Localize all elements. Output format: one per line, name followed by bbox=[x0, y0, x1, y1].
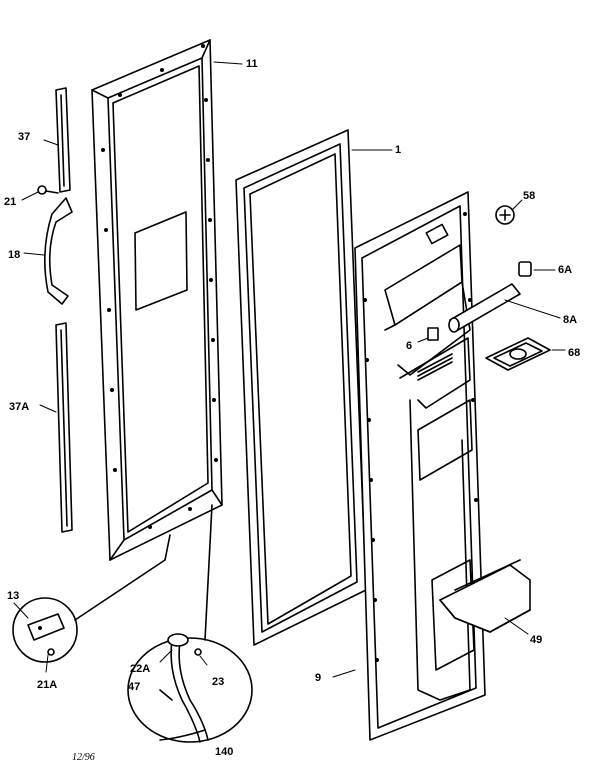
label-1: 1 bbox=[395, 144, 401, 156]
dispenser-grille bbox=[417, 353, 453, 381]
drip-tray-68 bbox=[485, 337, 566, 371]
detail-wire-harness bbox=[127, 504, 253, 743]
screw-21 bbox=[21, 185, 59, 201]
lower-handle-trim bbox=[39, 322, 73, 533]
label-22A: 22A bbox=[130, 663, 150, 675]
label-21A: 21A bbox=[37, 679, 57, 691]
actuator-bar-8A bbox=[448, 283, 561, 333]
label-140: 140 bbox=[215, 746, 233, 758]
label-8A: 8A bbox=[563, 314, 577, 326]
door-outer-frame bbox=[91, 39, 243, 561]
label-47: 47 bbox=[128, 681, 140, 693]
detail-bracket-13 bbox=[12, 534, 171, 673]
label-49: 49 bbox=[530, 634, 542, 646]
door-handle bbox=[23, 197, 73, 305]
upper-handle-trim bbox=[43, 87, 71, 193]
label-11: 11 bbox=[246, 58, 258, 70]
label-9: 9 bbox=[315, 672, 321, 684]
label-6: 6 bbox=[406, 340, 412, 352]
label-6A: 6A bbox=[558, 264, 572, 276]
label-23: 23 bbox=[212, 676, 224, 688]
screw-58 bbox=[495, 199, 523, 225]
label-37: 37 bbox=[18, 131, 30, 143]
label-13: 13 bbox=[7, 590, 19, 602]
label-68: 68 bbox=[568, 347, 580, 359]
label-37A: 37A bbox=[9, 401, 29, 413]
label-18: 18 bbox=[8, 249, 20, 261]
door-gasket bbox=[235, 129, 393, 646]
revision-date: 12/96 bbox=[72, 752, 95, 763]
label-21: 21 bbox=[4, 196, 16, 208]
part-6 bbox=[417, 327, 439, 343]
clip-6A bbox=[518, 261, 556, 277]
label-58: 58 bbox=[523, 190, 535, 202]
door-bin-49 bbox=[439, 559, 531, 635]
